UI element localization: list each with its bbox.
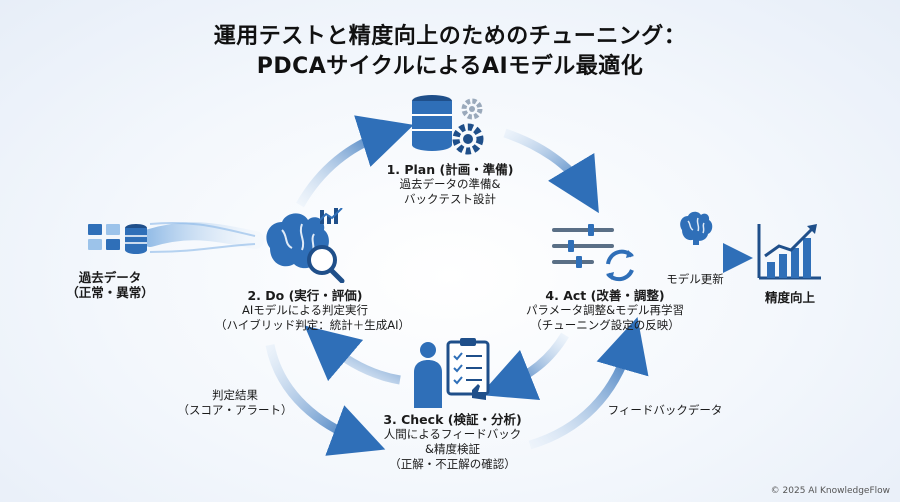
check-label: 3. Check (検証・分析) 人間によるフィードバック &精度検証 （正解・… bbox=[383, 412, 522, 471]
brain-icon bbox=[680, 211, 713, 245]
data-blocks-icon bbox=[88, 224, 147, 254]
plan-label: 1. Plan (計画・準備) 過去データの準備& バックテスト設計 bbox=[386, 162, 514, 206]
arrow-do-to-plan bbox=[296, 115, 414, 208]
do-label: 2. Do (実行・評価) AIモデルによる判定実行 （ハイブリッド判定：統計＋… bbox=[215, 288, 411, 332]
output-node-label: 精度向上 bbox=[764, 290, 815, 305]
arrow-do-to-check bbox=[265, 344, 386, 456]
arrow-plan-to-act bbox=[503, 128, 599, 214]
arrow-act-to-check bbox=[479, 332, 569, 401]
input-stream bbox=[141, 222, 264, 249]
arrow-check-to-do bbox=[304, 325, 401, 385]
database-gear-icon bbox=[412, 95, 484, 155]
page-title-line2: PDCAサイクルによるAIモデル最適化 bbox=[256, 54, 644, 79]
growth-chart-icon bbox=[757, 224, 821, 280]
copyright-text: © 2025 AI KnowledgeFlow bbox=[770, 486, 890, 496]
edge-label-model-update: モデル更新 bbox=[666, 272, 724, 286]
edge-label-judgment-result: 判定結果 （スコア・アラート） bbox=[177, 388, 293, 417]
act-label: 4. Act (改善・調整) パラメータ調整&モデル再学習 （チューニング設定の… bbox=[525, 288, 685, 332]
page-title-line1: 運用テストと精度向上のためのチューニング： bbox=[213, 24, 687, 49]
sliders-refresh-icon bbox=[552, 224, 634, 282]
arrow-check-to-act bbox=[528, 317, 649, 450]
input-node-label: 過去データ （正常・異常） bbox=[66, 270, 154, 300]
edge-label-feedback-data: フィードバックデータ bbox=[607, 403, 723, 417]
clipboard-person-icon bbox=[414, 338, 490, 408]
brain-search-icon bbox=[266, 208, 345, 283]
